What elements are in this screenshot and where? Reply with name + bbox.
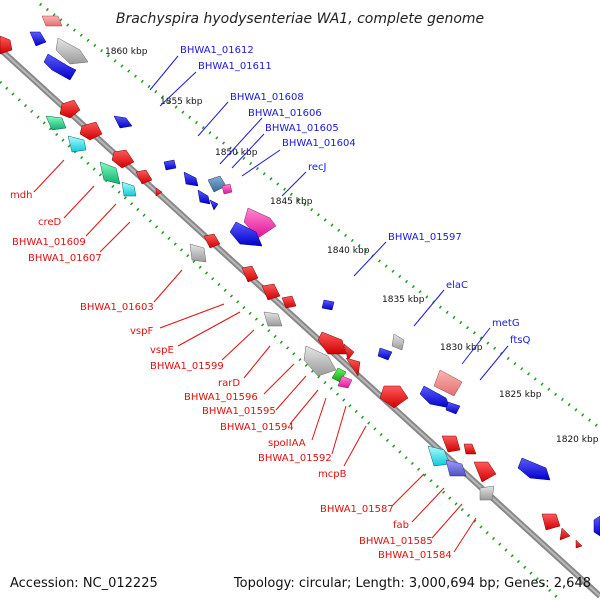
gene-label[interactable]: rarD: [218, 378, 240, 389]
forward-leader-lines: [149, 55, 509, 381]
gene-label[interactable]: mdh: [10, 190, 32, 201]
gene-arrow[interactable]: [55, 37, 89, 65]
gene-arrow[interactable]: [343, 343, 355, 361]
gene-arrow[interactable]: [479, 485, 495, 501]
forward-strand-genes: [29, 15, 600, 537]
gene-arrow[interactable]: [593, 515, 600, 537]
gene-label[interactable]: BHWA1_01605: [265, 123, 339, 134]
scale-label: 1850 kbp: [215, 148, 258, 158]
gene-label[interactable]: BHWA1_01608: [230, 92, 304, 103]
gene-arrow[interactable]: [203, 233, 221, 249]
gene-arrow[interactable]: [197, 189, 211, 205]
gene-arrow[interactable]: [221, 183, 233, 195]
gene-arrow[interactable]: [441, 435, 461, 453]
reverse-leader-lines: [33, 159, 477, 553]
gene-label[interactable]: BHWA1_01612: [180, 45, 254, 56]
gene-label[interactable]: BHWA1_01595: [202, 406, 276, 417]
reverse-gene-labels: mdh creD BHWA1_01609 BHWA1_01607 BHWA1_0…: [10, 190, 452, 561]
gene-arrow[interactable]: [517, 457, 551, 481]
gene-arrow[interactable]: [135, 169, 153, 185]
gene-arrow[interactable]: [379, 385, 409, 409]
scale-label: 1840 kbp: [327, 246, 370, 256]
gene-arrow[interactable]: [113, 115, 133, 129]
gene-arrow[interactable]: [43, 53, 77, 81]
gene-arrow[interactable]: [0, 35, 13, 55]
gene-arrow[interactable]: [303, 345, 337, 377]
scale-label: 1845 kbp: [270, 197, 313, 207]
gene-label[interactable]: BHWA1_01596: [184, 392, 258, 403]
gene-arrow[interactable]: [111, 149, 135, 169]
reverse-strand-genes: [0, 35, 583, 549]
map-title: Brachyspira hyodysenteriae WA1, complete…: [116, 11, 484, 27]
gene-label[interactable]: spoIIAA: [268, 438, 306, 449]
gene-label[interactable]: BHWA1_01607: [28, 253, 102, 264]
gene-arrow[interactable]: [445, 401, 461, 415]
scale-label: 1820 kbp: [556, 435, 599, 445]
gene-arrow[interactable]: [337, 375, 353, 389]
gene-label[interactable]: metG: [492, 318, 520, 329]
gene-arrow[interactable]: [59, 99, 81, 119]
gene-arrow[interactable]: [321, 299, 335, 311]
gene-arrow[interactable]: [263, 311, 283, 327]
gene-arrow[interactable]: [67, 135, 87, 153]
gene-label[interactable]: BHWA1_01599: [150, 361, 224, 372]
gene-label[interactable]: BHWA1_01611: [198, 61, 272, 72]
gene-arrow[interactable]: [209, 199, 219, 211]
gene-arrow[interactable]: [41, 15, 63, 27]
gene-label[interactable]: BHWA1_01603: [80, 302, 154, 313]
scale-label: 1835 kbp: [382, 295, 425, 305]
gene-arrow[interactable]: [433, 369, 463, 397]
gene-arrow[interactable]: [463, 443, 477, 455]
gene-label[interactable]: BHWA1_01592: [258, 453, 332, 464]
forward-gene-labels: BHWA1_01612 BHWA1_01611 BHWA1_01608 BHWA…: [180, 45, 530, 346]
gene-arrow[interactable]: [281, 295, 297, 309]
gene-arrow[interactable]: [99, 161, 121, 185]
gene-label[interactable]: vspE: [150, 345, 174, 356]
gene-arrow[interactable]: [229, 221, 263, 247]
gene-label[interactable]: BHWA1_01585: [359, 536, 433, 547]
gene-label[interactable]: BHWA1_01606: [248, 108, 322, 119]
gene-label[interactable]: BHWA1_01587: [320, 504, 394, 515]
gene-label[interactable]: creD: [38, 217, 62, 228]
gene-label[interactable]: fab: [393, 520, 409, 531]
gene-arrow[interactable]: [261, 283, 281, 301]
gene-arrow[interactable]: [163, 159, 177, 171]
gene-arrow[interactable]: [377, 347, 393, 361]
gene-label[interactable]: recJ: [308, 162, 327, 173]
gene-arrow[interactable]: [445, 459, 467, 477]
gene-arrow[interactable]: [575, 539, 583, 549]
gene-arrow[interactable]: [189, 243, 207, 263]
gene-arrow[interactable]: [317, 331, 347, 355]
gene-arrow[interactable]: [45, 115, 67, 131]
gene-arrow[interactable]: [121, 181, 137, 197]
gene-label[interactable]: BHWA1_01594: [220, 422, 294, 433]
scale-labels: 1860 kbp 1855 kbp 1850 kbp 1845 kbp 1840…: [105, 47, 599, 445]
gene-arrow[interactable]: [155, 187, 163, 197]
gene-label[interactable]: elaC: [446, 280, 468, 291]
scale-label: 1825 kbp: [499, 390, 542, 400]
gene-arrow[interactable]: [391, 333, 405, 351]
gene-arrow[interactable]: [29, 31, 47, 47]
accession-text: Accession: NC_012225: [10, 576, 158, 591]
gene-arrow[interactable]: [183, 171, 199, 187]
gene-arrow[interactable]: [419, 385, 451, 409]
gene-label[interactable]: BHWA1_01609: [12, 237, 86, 248]
gene-arrow[interactable]: [241, 265, 259, 283]
scale-label: 1855 kbp: [160, 97, 203, 107]
scale-label: 1860 kbp: [105, 47, 148, 57]
gene-arrow[interactable]: [473, 461, 497, 483]
gene-arrow[interactable]: [559, 527, 571, 541]
gene-arrow[interactable]: [79, 121, 103, 141]
gene-label[interactable]: BHWA1_01597: [388, 232, 462, 243]
topology-text: Topology: circular; Length: 3,000,694 bp…: [233, 576, 591, 591]
gene-label[interactable]: BHWA1_01584: [378, 550, 452, 561]
gene-label[interactable]: ftsQ: [510, 335, 530, 346]
gene-arrow[interactable]: [541, 513, 561, 531]
gene-label[interactable]: vspF: [130, 326, 153, 337]
gene-label[interactable]: BHWA1_01604: [282, 138, 356, 149]
scale-label: 1830 kbp: [440, 343, 483, 353]
gene-label[interactable]: mcpB: [318, 469, 347, 480]
gene-arrow[interactable]: [345, 357, 361, 377]
